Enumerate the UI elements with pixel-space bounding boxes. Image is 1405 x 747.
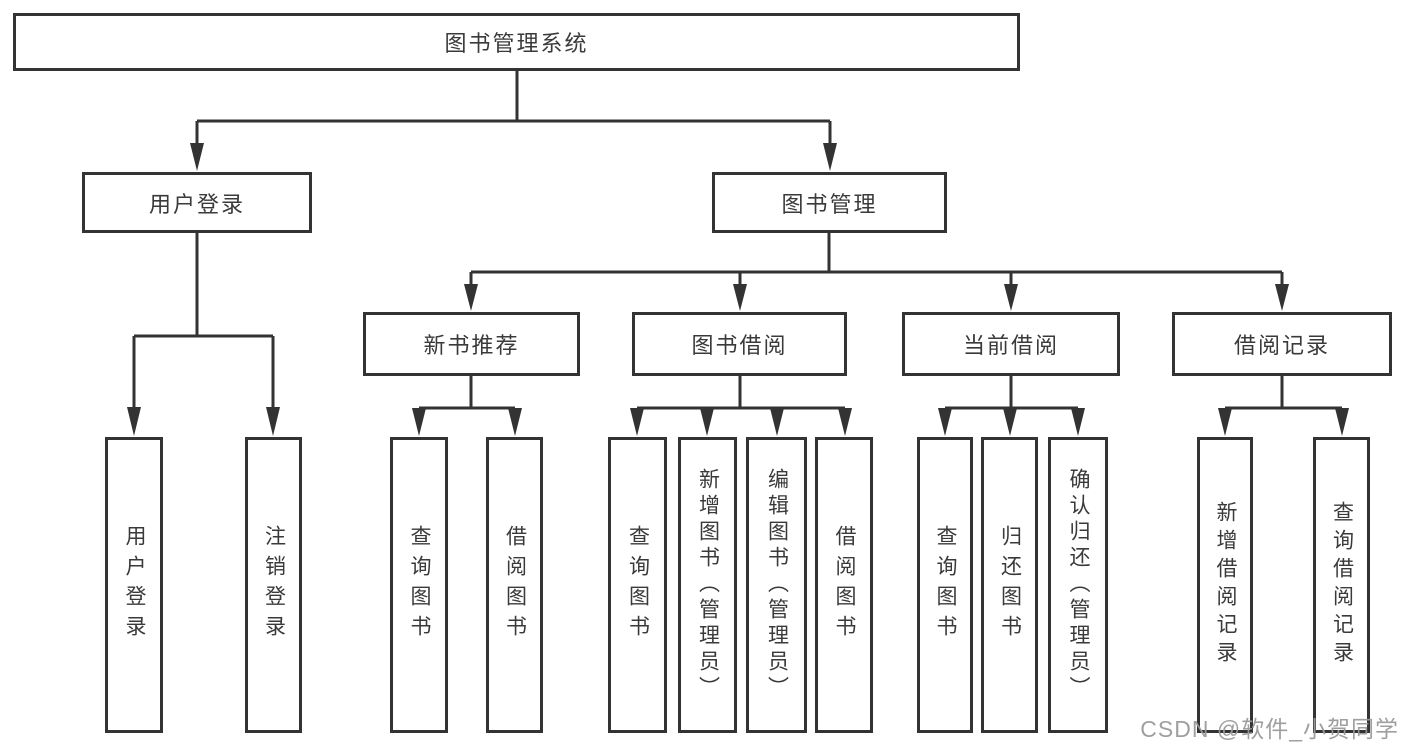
leaf-user-login: 用户登录 [105, 437, 163, 733]
connector-management [469, 233, 1284, 285]
connector-login [132, 233, 275, 408]
node-current-borrow: 当前借阅 [902, 312, 1120, 376]
leaf-query-books-current: 查询图书 [917, 437, 973, 733]
leaf-add-books-admin: 新增图书（管理员） [678, 437, 737, 733]
arrowhead-icon [700, 408, 714, 436]
leaf-borrow-books: 借阅图书 [815, 437, 873, 733]
node-book-management: 图书管理 [712, 172, 947, 233]
arrowhead-icon [1218, 408, 1232, 436]
arrowhead-icon [266, 407, 280, 436]
arrowhead-icon [1003, 408, 1017, 436]
arrowhead-icon [938, 408, 952, 436]
leaf-query-books-recommend: 查询图书 [390, 437, 448, 733]
connector-group-borrow [635, 376, 847, 410]
node-book-borrow: 图书借阅 [632, 312, 847, 376]
leaf-query-books-borrow: 查询图书 [608, 437, 667, 733]
node-borrow-records: 借阅记录 [1172, 312, 1392, 376]
leaf-return-books: 归还图书 [981, 437, 1038, 733]
connector-group-recommend [417, 376, 517, 410]
leaf-borrow-books-recommend: 借阅图书 [486, 437, 543, 733]
arrowhead-icon [127, 407, 141, 436]
leaf-add-borrow-record: 新增借阅记录 [1197, 437, 1253, 733]
leaf-query-borrow-record: 查询借阅记录 [1313, 437, 1370, 733]
arrowhead-icon [190, 143, 204, 171]
node-new-book-recommend: 新书推荐 [363, 312, 580, 376]
arrowhead-icon [733, 284, 747, 311]
arrowhead-icon [508, 408, 522, 436]
leaf-logout: 注销登录 [245, 437, 302, 733]
leaf-confirm-return-admin: 确认归还（管理员） [1048, 437, 1108, 733]
arrowhead-icon [1275, 284, 1289, 311]
connector-group-records [1223, 376, 1344, 410]
arrowhead-icon [770, 408, 784, 436]
arrowhead-icon [464, 284, 478, 311]
arrowhead-icon [1335, 408, 1349, 436]
connector-group-current [943, 376, 1080, 410]
arrowhead-icon [1004, 284, 1018, 311]
node-root: 图书管理系统 [13, 13, 1020, 71]
arrowhead-icon [823, 143, 837, 171]
leaf-edit-books-admin: 编辑图书（管理员） [746, 437, 807, 733]
arrowhead-icon [630, 408, 644, 436]
connector-root [195, 71, 832, 146]
node-user-login: 用户登录 [82, 172, 312, 233]
arrowhead-icon [1071, 408, 1085, 436]
arrowhead-icon [838, 408, 852, 436]
csdn-watermark: CSDN @软件_小贺同学 [1140, 716, 1399, 742]
arrowhead-icon [412, 408, 426, 436]
